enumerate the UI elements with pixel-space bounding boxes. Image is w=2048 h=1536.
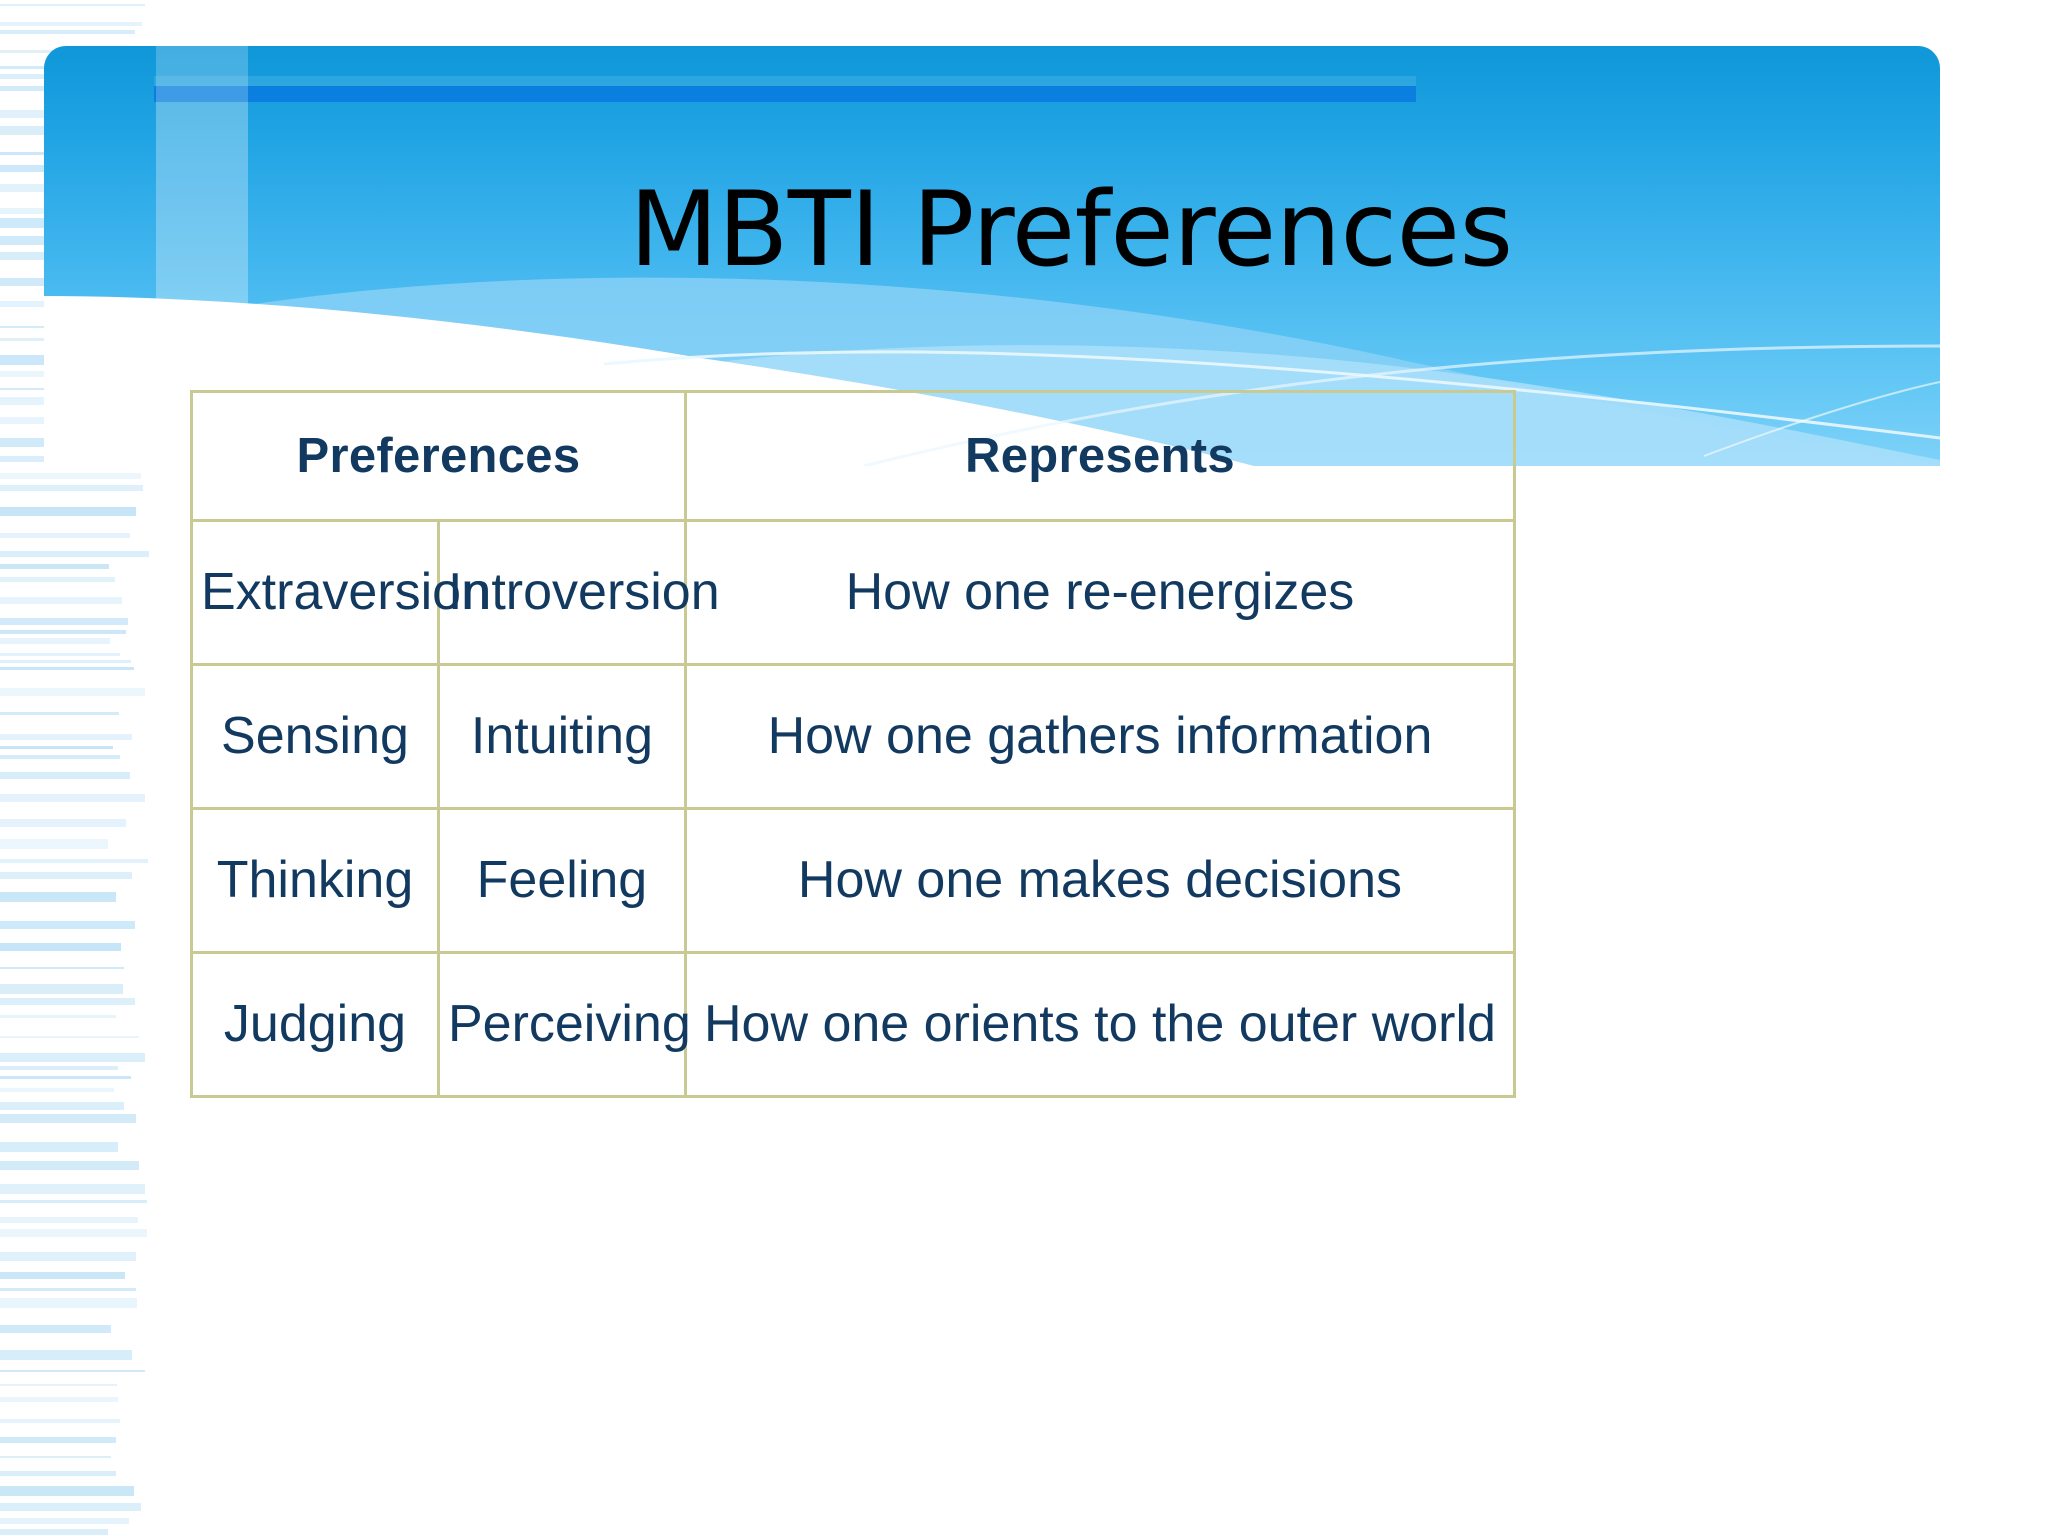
stripe-line: [0, 1503, 141, 1511]
table-row: Thinking Feeling How one makes decisions: [190, 807, 1517, 954]
column-header-represents: Represents: [683, 390, 1517, 522]
stripe-line: [0, 1036, 139, 1038]
stripe-line: [0, 1437, 116, 1443]
stripe-line: [0, 772, 130, 779]
mbti-preferences-table: Preferences Represents Extraversion Intr…: [190, 390, 1517, 1098]
stripe-line: [0, 921, 135, 929]
stripe-line: [0, 1272, 125, 1279]
stripe-line: [0, 485, 143, 491]
stripe-line: [0, 1397, 118, 1402]
cell-preference-right: Feeling: [436, 807, 687, 954]
stripe-line: [0, 1200, 147, 1203]
column-header-preferences: Preferences: [190, 390, 687, 522]
cell-preference-left: Sensing: [190, 663, 440, 810]
stripe-line: [0, 943, 121, 951]
table-body: Extraversion Introversion How one re-ene…: [190, 519, 1517, 1098]
cell-preference-right: Intuiting: [436, 663, 687, 810]
table-header-row: Preferences Represents: [190, 390, 1517, 522]
accent-line: [154, 86, 1416, 102]
stripe-line: [0, 688, 145, 696]
page-title: MBTI Preferences: [629, 170, 1513, 290]
cell-represents: How one makes decisions: [683, 807, 1517, 954]
stripe-line: [0, 746, 113, 749]
stripe-line: [0, 1350, 132, 1360]
stripe-line: [0, 1486, 134, 1496]
vertical-accent-bar: [156, 46, 248, 304]
table-head: Preferences Represents: [190, 390, 1517, 522]
stripe-line: [0, 1252, 136, 1261]
stripe-line: [0, 551, 149, 557]
stripe-line: [0, 564, 109, 569]
stripe-line: [0, 1384, 117, 1386]
stripe-line: [0, 667, 134, 670]
stripe-line: [0, 597, 122, 604]
stripe-line: [0, 507, 136, 516]
stripe-line: [0, 1288, 136, 1291]
stripe-line: [0, 859, 148, 863]
stripe-line: [0, 819, 126, 827]
stripe-line: [0, 1161, 139, 1170]
vertical-accent-bar-inner: [156, 102, 248, 304]
stripe-line: [0, 1518, 129, 1524]
table-row: Judging Perceiving How one orients to th…: [190, 951, 1517, 1098]
stripe-line: [0, 1370, 145, 1372]
cell-represents: How one re-energizes: [683, 519, 1517, 666]
cell-preference-right: Perceiving: [436, 951, 691, 1098]
stripe-line: [0, 1325, 111, 1333]
stripe-line: [0, 1066, 118, 1070]
accent-line-highlight: [154, 76, 1416, 86]
stripe-line: [0, 1053, 145, 1062]
stripe-line: [0, 618, 128, 625]
stripe-line: [0, 30, 135, 34]
stripe-line: [0, 1142, 118, 1152]
stripe-line: [0, 653, 120, 656]
table-row: Sensing Intuiting How one gathers inform…: [190, 663, 1517, 810]
stripe-line: [0, 755, 120, 759]
stripe-line: [0, 1114, 136, 1123]
cell-preference-right: Introversion: [436, 519, 720, 666]
stripe-line: [0, 660, 131, 663]
stripe-line: [0, 839, 108, 849]
stripe-line: [0, 22, 142, 26]
stripe-line: [0, 967, 124, 969]
cell-preference-left: Thinking: [190, 807, 440, 954]
stripe-line: [0, 1015, 116, 1018]
stripe-line: [0, 473, 141, 479]
stripe-line: [0, 998, 135, 1005]
stripe-line: [0, 1419, 120, 1423]
stripe-line: [0, 794, 145, 802]
cell-preference-left: Extraversion: [190, 519, 490, 666]
stripe-line: [0, 1076, 131, 1079]
stripe-line: [0, 1456, 111, 1458]
stripe-line: [0, 638, 110, 644]
stripe-line: [0, 872, 132, 879]
stripe-line: [0, 1102, 124, 1110]
stripe-line: [0, 4, 145, 6]
cell-represents: How one orients to the outer world: [683, 951, 1517, 1098]
stripe-line: [0, 630, 126, 634]
stripe-line: [0, 1471, 116, 1476]
cell-represents: How one gathers information: [683, 663, 1517, 810]
cell-preference-left: Judging: [190, 951, 440, 1098]
stripe-line: [0, 1529, 108, 1535]
stripe-line: [0, 1298, 137, 1308]
stripe-line: [0, 1217, 138, 1223]
stripe-line: [0, 577, 115, 582]
stripe-line: [0, 1229, 147, 1237]
stripe-line: [0, 984, 123, 994]
stripe-line: [0, 712, 119, 715]
stripe-line: [0, 734, 132, 740]
stripe-line: [0, 533, 130, 538]
table-row: Extraversion Introversion How one re-ene…: [190, 519, 1517, 666]
stripe-line: [0, 1184, 145, 1194]
stripe-line: [0, 1088, 114, 1092]
stripe-line: [0, 892, 116, 902]
